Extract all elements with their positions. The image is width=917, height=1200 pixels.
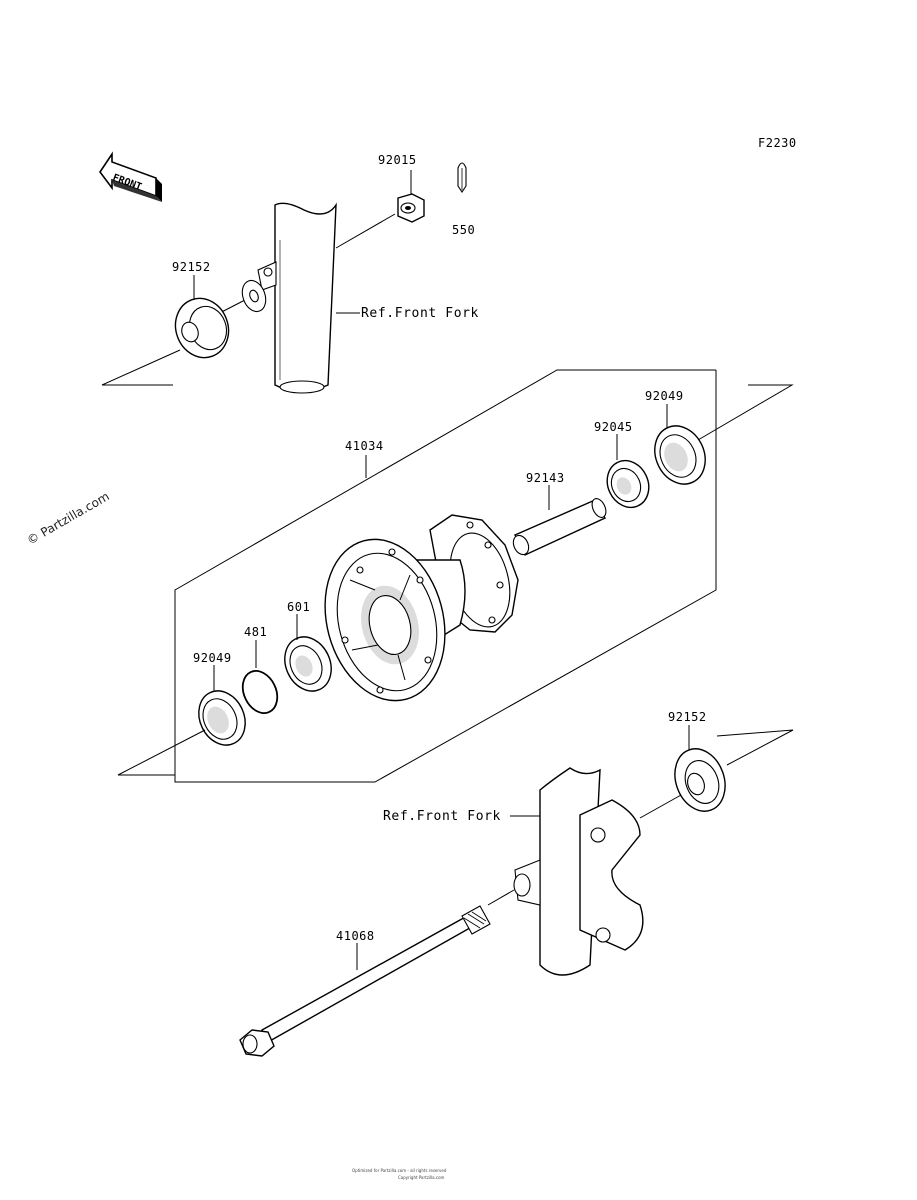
part-41034-hub[interactable] <box>308 514 520 714</box>
label-550: 550 <box>452 223 475 237</box>
part-92152-collar-lower[interactable]: 92152 <box>667 710 734 818</box>
part-92152-collar-upper[interactable]: 92152 <box>167 260 236 365</box>
part-92143-spacer[interactable]: 92143 <box>510 471 608 557</box>
upper-fork-assembly <box>205 202 396 394</box>
label-92015: 92015 <box>378 153 417 167</box>
part-92015-nut[interactable]: 92015 <box>378 153 425 223</box>
footer-line-2: Copyright Partzilla.com <box>398 1175 445 1180</box>
part-550-cotter-pin[interactable]: 550 <box>452 162 475 237</box>
label-92045: 92045 <box>594 420 633 434</box>
label-41034: 41034 <box>345 439 384 453</box>
watermark: © Partzilla.com <box>25 489 112 547</box>
label-92049-left: 92049 <box>193 651 232 665</box>
ref-front-fork-upper: Ref.Front Fork <box>361 306 479 321</box>
part-92049-oil-seal-left[interactable]: 92049 <box>190 651 254 753</box>
footer-line-1: Optimized for Partzilla.com - all rights… <box>352 1168 447 1173</box>
label-92152-lower: 92152 <box>668 710 707 724</box>
label-41068: 41068 <box>336 929 375 943</box>
label-481: 481 <box>244 625 267 639</box>
front-direction-arrow-icon: FRONT <box>99 151 162 202</box>
part-41068-axle[interactable]: 41068 <box>239 905 491 1057</box>
label-92143: 92143 <box>526 471 565 485</box>
hub-outline-box <box>174 369 717 783</box>
part-92045-ball-bearing-right[interactable]: 92045 <box>594 420 656 514</box>
part-92049-oil-seal-right[interactable]: 92049 <box>645 389 714 492</box>
label-92152-upper: 92152 <box>172 260 211 274</box>
ref-front-fork-lower: Ref.Front Fork <box>383 809 501 824</box>
lower-fork-assembly <box>487 767 691 976</box>
diagram-code: F2230 <box>758 136 797 150</box>
label-601: 601 <box>287 600 310 614</box>
part-601-ball-bearing-left[interactable]: 601 <box>276 600 340 699</box>
label-92049-right: 92049 <box>645 389 684 403</box>
part-481-circlip[interactable]: 481 <box>236 625 284 719</box>
